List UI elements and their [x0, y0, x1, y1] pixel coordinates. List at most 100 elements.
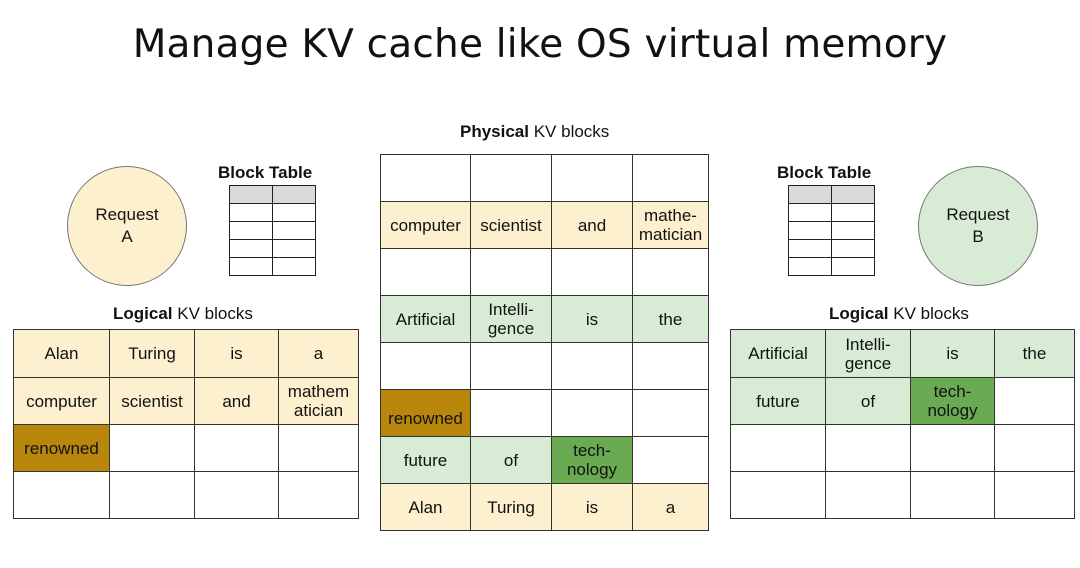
logical-b-cell [730, 471, 826, 519]
physical-cell [470, 342, 552, 390]
block-table-b [788, 185, 875, 276]
physical-cell: Alan [380, 483, 471, 531]
block-table-cell [229, 239, 273, 258]
logical-kv-blocks-a: Alan Turing is a computer scientist and … [13, 329, 359, 519]
physical-cell [551, 342, 633, 390]
logical-a-cell: and [194, 377, 279, 425]
block-table-b-label: Block Table [777, 163, 872, 182]
physical-cell: is [551, 483, 633, 531]
logical-a-cell [109, 424, 195, 472]
block-table-cell [831, 239, 875, 258]
logical-b-cell: the [994, 329, 1075, 378]
logical-b-cell [994, 377, 1075, 425]
logical-a-cell: computer [13, 377, 110, 425]
logical-a-cell: Turing [109, 329, 195, 378]
physical-cell [632, 154, 709, 202]
physical-cell [632, 342, 709, 390]
block-table-cell [229, 185, 273, 204]
logical-a-cell: scientist [109, 377, 195, 425]
block-table-cell [831, 257, 875, 276]
logical-a-cell: a [278, 329, 359, 378]
physical-cell: computer [380, 201, 471, 249]
logical-a-cell [278, 424, 359, 472]
block-table-cell [272, 203, 316, 222]
block-table-cell [272, 257, 316, 276]
request-b-line1: Request [946, 205, 1010, 224]
block-table-cell [788, 239, 832, 258]
block-table-cell [229, 203, 273, 222]
logical-b-caption-rest: KV blocks [888, 304, 969, 323]
block-table-cell [831, 221, 875, 240]
logical-b-cell: of [825, 377, 911, 425]
logical-b-cell [910, 471, 995, 519]
logical-b-cell: Artificial [730, 329, 826, 378]
logical-a-cell [13, 471, 110, 519]
logical-a-caption-bold: Logical [113, 304, 173, 323]
physical-cell: tech- nology [551, 436, 633, 484]
block-table-cell [272, 185, 316, 204]
logical-a-cell [278, 471, 359, 519]
block-table-cell [788, 185, 832, 204]
physical-cell: and [551, 201, 633, 249]
logical-a-cell: renowned [13, 424, 110, 472]
physical-cell: renowned [380, 389, 471, 437]
logical-b-cell [910, 424, 995, 472]
logical-a-caption: Logical KV blocks [113, 304, 253, 324]
logical-a-cell [109, 471, 195, 519]
block-table-a-label: Block Table [218, 163, 313, 182]
logical-b-cell [825, 424, 911, 472]
physical-kv-blocks: computer scientist and mathe- matician A… [380, 154, 709, 531]
physical-cell: scientist [470, 201, 552, 249]
physical-kv-blocks-caption: Physical KV blocks [460, 122, 609, 142]
physical-cell: Artificial [380, 295, 471, 343]
block-table-cell [831, 203, 875, 222]
logical-b-caption: Logical KV blocks [829, 304, 969, 324]
block-table-cell [229, 221, 273, 240]
physical-cell [632, 436, 709, 484]
logical-b-cell [994, 424, 1075, 472]
physical-cell [470, 154, 552, 202]
physical-cell: future [380, 436, 471, 484]
block-table-cell [788, 203, 832, 222]
physical-cell: is [551, 295, 633, 343]
physical-cell: Intelli- gence [470, 295, 552, 343]
physical-cell [551, 154, 633, 202]
block-table-cell [788, 221, 832, 240]
logical-a-cell [194, 471, 279, 519]
page-title: Manage KV cache like OS virtual memory [132, 22, 948, 67]
physical-cell: mathe- matician [632, 201, 709, 249]
block-table-cell [272, 221, 316, 240]
physical-cell [632, 248, 709, 296]
logical-a-cell: Alan [13, 329, 110, 378]
logical-a-cell: is [194, 329, 279, 378]
logical-b-cell: future [730, 377, 826, 425]
physical-cell [470, 389, 552, 437]
physical-cell: the [632, 295, 709, 343]
physical-cell [380, 154, 471, 202]
physical-cell: a [632, 483, 709, 531]
block-table-cell [788, 257, 832, 276]
physical-cell [551, 389, 633, 437]
logical-b-cell: Intelli- gence [825, 329, 911, 378]
block-table-cell [831, 185, 875, 204]
block-table-cell [272, 239, 316, 258]
logical-b-cell: tech- nology [910, 377, 995, 425]
logical-b-cell [825, 471, 911, 519]
physical-cell: Turing [470, 483, 552, 531]
physical-cell: of [470, 436, 552, 484]
physical-cell [551, 248, 633, 296]
request-a-line1: Request [95, 205, 159, 224]
logical-b-cell [994, 471, 1075, 519]
block-table-a [229, 185, 316, 276]
request-a-line2: A [121, 227, 133, 246]
logical-b-cell: is [910, 329, 995, 378]
request-a-circle: Request A [67, 166, 187, 286]
physical-cell [470, 248, 552, 296]
request-b-circle: Request B [918, 166, 1038, 286]
block-table-cell [229, 257, 273, 276]
logical-kv-blocks-b: Artificial Intelli- gence is the future … [730, 329, 1075, 519]
logical-a-cell: mathem atician [278, 377, 359, 425]
physical-cell [380, 248, 471, 296]
logical-a-caption-rest: KV blocks [172, 304, 253, 323]
physical-caption-rest: KV blocks [529, 122, 610, 141]
